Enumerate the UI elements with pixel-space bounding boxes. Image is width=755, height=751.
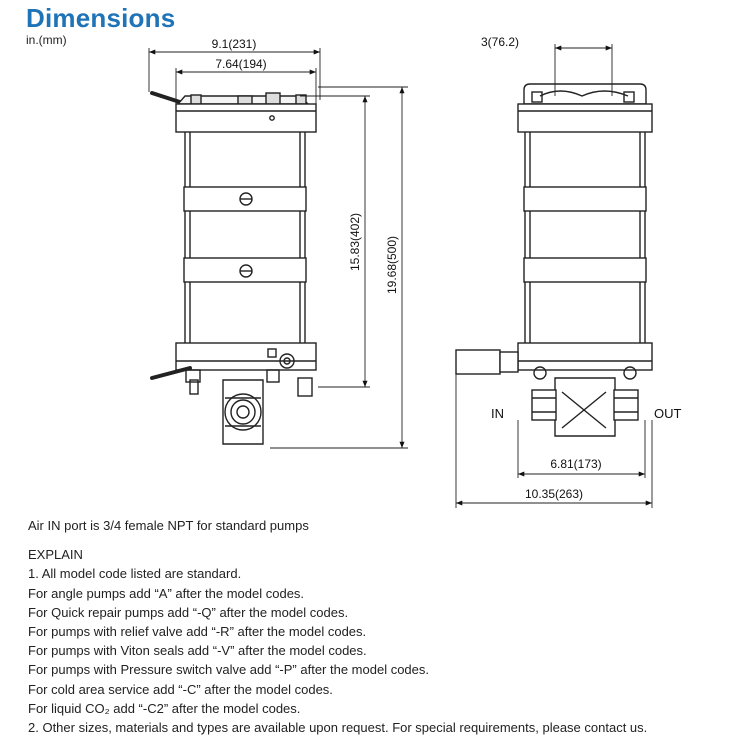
note-line: For liquid CO₂ add “-C2” after the model… <box>28 700 301 716</box>
note-line: For pumps with Viton seals add “-V” afte… <box>28 643 367 659</box>
note-line: For angle pumps add “A” after the model … <box>28 585 305 601</box>
note-line: For Quick repair pumps add “-Q” after th… <box>28 604 349 620</box>
page-title: Dimensions <box>26 3 176 33</box>
out-port-label: OUT <box>654 406 682 421</box>
dim-height-body: 15.83(402) <box>348 213 362 271</box>
front-view-pump <box>150 91 317 445</box>
dim-width-body: 7.64(194) <box>215 57 266 71</box>
note-line: For pumps with relief valve add “-R” aft… <box>28 623 367 639</box>
dim-port-spacing: 6.81(173) <box>550 457 601 471</box>
note-line: 1. All model code listed are standard. <box>28 566 242 582</box>
side-view-dimension-lines <box>455 44 653 508</box>
note-line: 2. Other sizes, materials and types are … <box>28 719 648 735</box>
side-view-pump <box>455 83 653 437</box>
dim-top-width: 3(76.2) <box>481 35 519 49</box>
in-port-label: IN <box>491 406 504 421</box>
unit-note: in.(mm) <box>26 33 67 47</box>
notes-section: Air IN port is 3/4 female NPT for standa… <box>28 516 647 737</box>
air-port-note: Air IN port is 3/4 female NPT for standa… <box>28 518 309 533</box>
dim-height-overall: 19.68(500) <box>385 236 399 294</box>
front-view-dimension-lines <box>148 48 408 449</box>
dim-width-overall: 9.1(231) <box>212 37 257 51</box>
note-line: For cold area service add “-C” after the… <box>28 681 333 697</box>
note-line: For pumps with Pressure switch valve add… <box>28 662 429 678</box>
dim-overall-width: 10.35(263) <box>525 487 583 501</box>
dimension-drawing: 9.1(231) 7.64(194) 15.83(402) 19.68(500) <box>148 35 682 508</box>
explain-heading: EXPLAIN <box>28 547 83 563</box>
